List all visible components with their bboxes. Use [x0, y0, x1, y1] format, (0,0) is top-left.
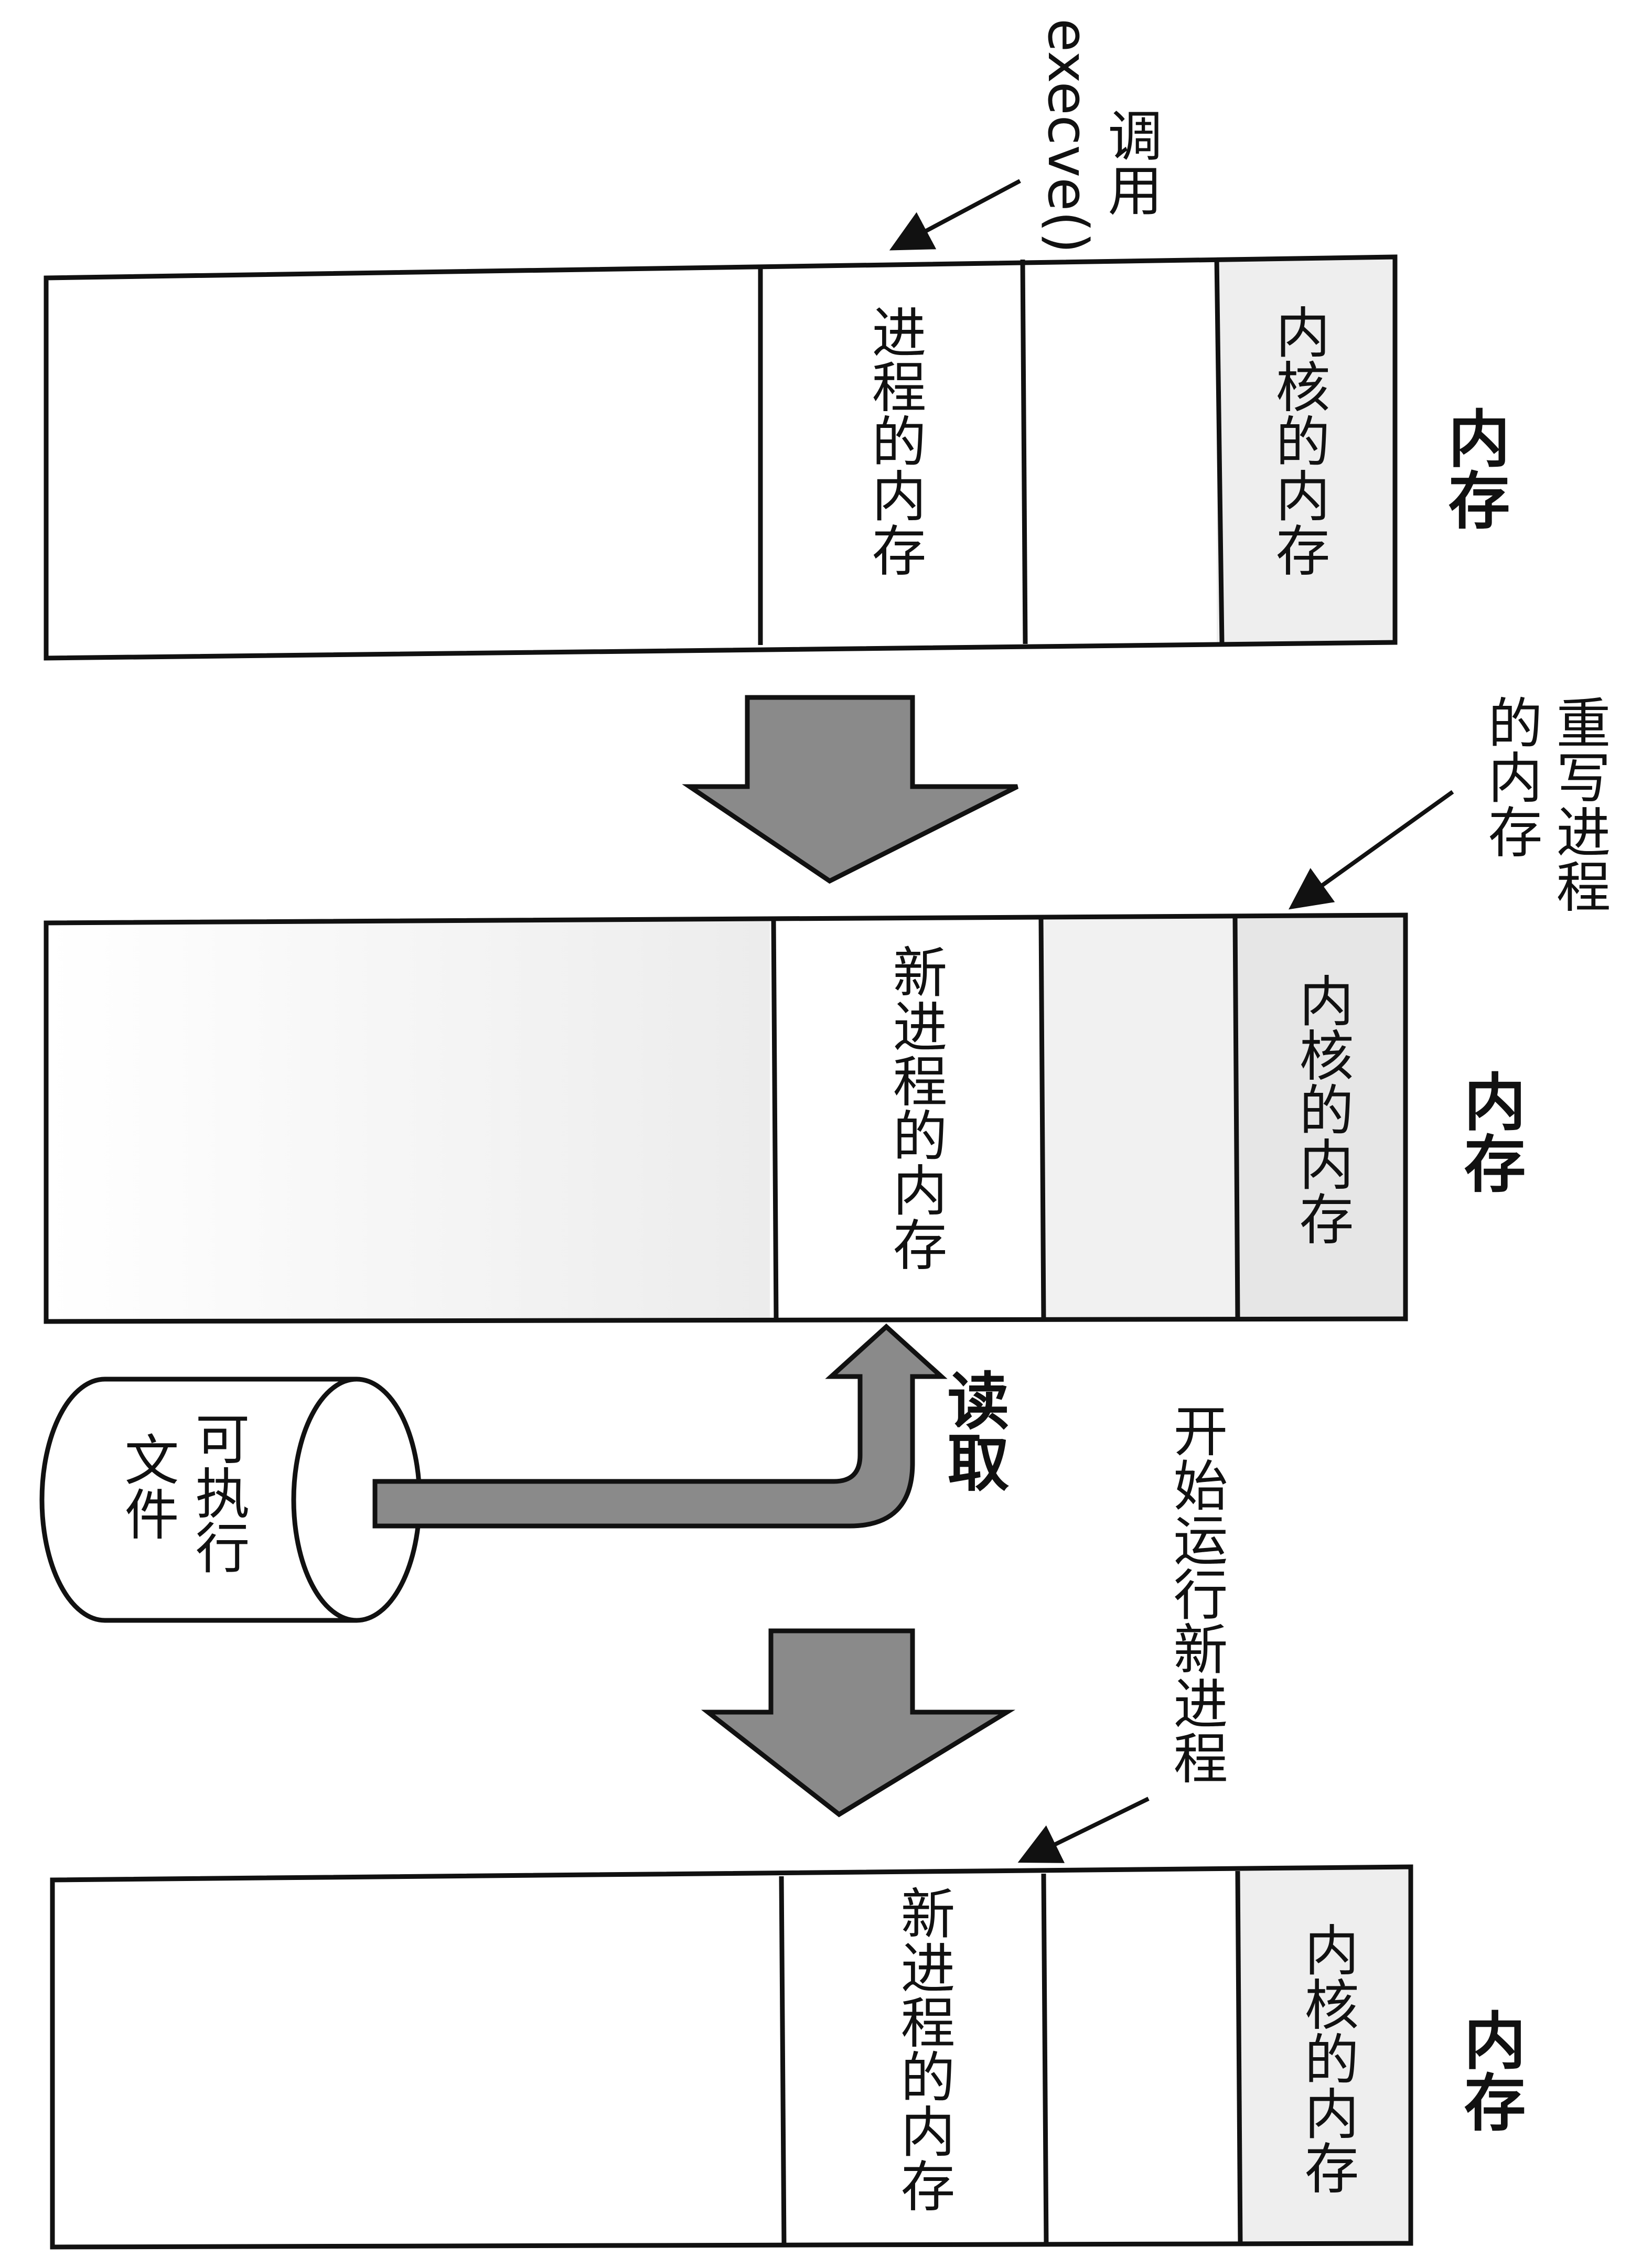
segment-divider: [1020, 259, 1028, 644]
memory-block-1: 进程的内存 内核的内存 内存: [44, 254, 1510, 661]
user-memory-area: [46, 920, 770, 1319]
segment-divider: [1214, 257, 1225, 643]
execve-annotation: 调用 execve(): [889, 18, 1162, 253]
kernel-memory-label: 内核的内存: [1290, 973, 1354, 1245]
executable-file-cylinder: 可执行 文件: [39, 1377, 422, 1623]
start-annotation: 开始运行新进程: [1017, 1403, 1228, 1863]
kernel-memory-label: 内核的内存: [1295, 1922, 1359, 2195]
executable-label-line2: 文件: [115, 1432, 179, 1541]
call-label: 调用: [1098, 108, 1162, 217]
segment-divider: [1232, 915, 1240, 1319]
segment-divider: [1038, 916, 1046, 1320]
new-process-memory-segment: [781, 1872, 1041, 2247]
transition-arrow-1: [682, 695, 1019, 884]
memory-outline: [50, 1864, 1413, 2250]
memory-title: 内存: [1453, 1070, 1526, 1194]
memory-title: 内存: [1453, 2008, 1526, 2132]
segment-divider: [1041, 1873, 1049, 2246]
read-arrow: [372, 1323, 948, 1529]
kernel-memory-label: 内核的内存: [1266, 304, 1330, 577]
segment-divider: [1235, 1871, 1243, 2245]
call-function-label: execve(): [1036, 18, 1100, 253]
kernel-memory-segment: [1235, 915, 1405, 1319]
memory-title: 内存: [1437, 406, 1510, 530]
kernel-memory-segment: [1240, 1869, 1408, 2244]
memory-outline: [44, 912, 1408, 1324]
process-memory-label: 进程的内存: [862, 304, 926, 577]
rewrite-annotation: 重写进程 的内存: [1288, 695, 1611, 913]
read-label: 读取: [937, 1369, 1009, 1492]
segment-divider: [779, 1876, 787, 2246]
kernel-memory-segment: [1217, 257, 1395, 642]
process-memory-segment: [760, 257, 1017, 642]
transition-arrow-2: [701, 1628, 1016, 1818]
rewrite-arrow: [1288, 790, 1454, 910]
new-process-memory-label: 新进程的内存: [891, 1885, 955, 2212]
free-memory-segment: [1044, 915, 1235, 1319]
start-label: 开始运行新进程: [1164, 1403, 1228, 1785]
rewrite-label-line2: 的内存: [1478, 695, 1542, 858]
new-process-memory-segment: [776, 915, 1041, 1319]
rewrite-label-line1: 重写进程: [1547, 695, 1611, 913]
new-process-memory-label: 新进程的内存: [883, 944, 947, 1271]
memory-block-3: 新进程的内存 内核的内存 内存: [50, 1864, 1526, 2250]
segment-divider: [771, 917, 779, 1321]
start-arrow: [1017, 1797, 1150, 1863]
memory-block-2: 新进程的内存 内核的内存 内存: [44, 912, 1526, 1324]
memory-outline: [44, 254, 1398, 661]
call-arrow: [889, 179, 1021, 251]
executable-label-line1: 可执行: [186, 1411, 250, 1574]
